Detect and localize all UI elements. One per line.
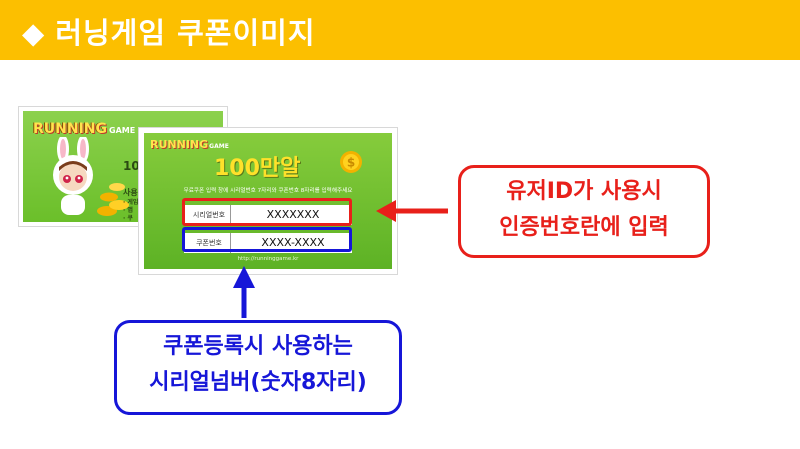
diamond-bullet-icon: ◆ — [22, 16, 46, 50]
page-title: ◆ 러닝게임 쿠폰이미지 — [22, 10, 316, 52]
coupon-back-list-item: · 쿠 — [123, 215, 133, 222]
coupon-back-usage-fragment: 사용방 — [123, 188, 146, 197]
coupon-number-value: XXXX-XXXX — [261, 236, 325, 249]
coupon-back-amount-fragment: 10 — [123, 159, 140, 173]
gold-coins-icon — [97, 183, 129, 216]
red-callout: 유저ID가 사용시 인증번호란에 입력 — [458, 165, 710, 258]
serial-number-label: 시리얼번호 — [188, 205, 231, 225]
coupon-number-label: 쿠폰번호 — [188, 233, 231, 253]
logo-sub-text: GAME — [209, 143, 229, 150]
red-callout-line: 유저ID가 사용시 — [506, 179, 662, 204]
logo-text: RUNNING — [33, 121, 107, 137]
svg-text:$: $ — [347, 156, 355, 170]
serial-number-field: 시리얼번호 XXXXXXX — [184, 205, 352, 225]
serial-highlight-box — [182, 198, 352, 226]
bunny-character-icon — [53, 137, 93, 215]
coupon-amount: 100만알 — [214, 156, 301, 181]
page-title-text: 러닝게임 쿠폰이미지 — [55, 16, 316, 50]
coupon-back-list-item: · 앱 — [123, 207, 133, 214]
logo-sub-text: GAME — [109, 126, 136, 135]
gold-coin-icon: $ — [340, 151, 362, 173]
blue-callout-line: 쿠폰등록시 사용하는 — [163, 334, 353, 359]
red-callout-line: 인증번호란에 입력 — [499, 215, 669, 240]
coupon-number-field: 쿠폰번호 XXXX-XXXX — [184, 233, 352, 253]
coupon-back-list-item: · 게임 — [123, 199, 139, 206]
header-bar: ◆ 러닝게임 쿠폰이미지 — [0, 0, 800, 60]
logo-text: RUNNING — [150, 138, 209, 151]
running-game-logo: RUNNINGGAME — [150, 138, 229, 151]
coupon-instruction: 무료쿠폰 입력 창에 시리얼번호 7자리와 쿠폰번호 8자리를 입력해주세요 — [183, 188, 353, 194]
blue-callout-line: 시리얼넘버(숫자8자리) — [149, 370, 367, 395]
serial-number-value: XXXXXXX — [266, 208, 320, 221]
coupon-highlight-box — [182, 227, 352, 252]
blue-callout: 쿠폰등록시 사용하는 시리얼넘버(숫자8자리) — [114, 320, 402, 415]
coupon-url: http://runninggame.kr — [237, 256, 299, 262]
